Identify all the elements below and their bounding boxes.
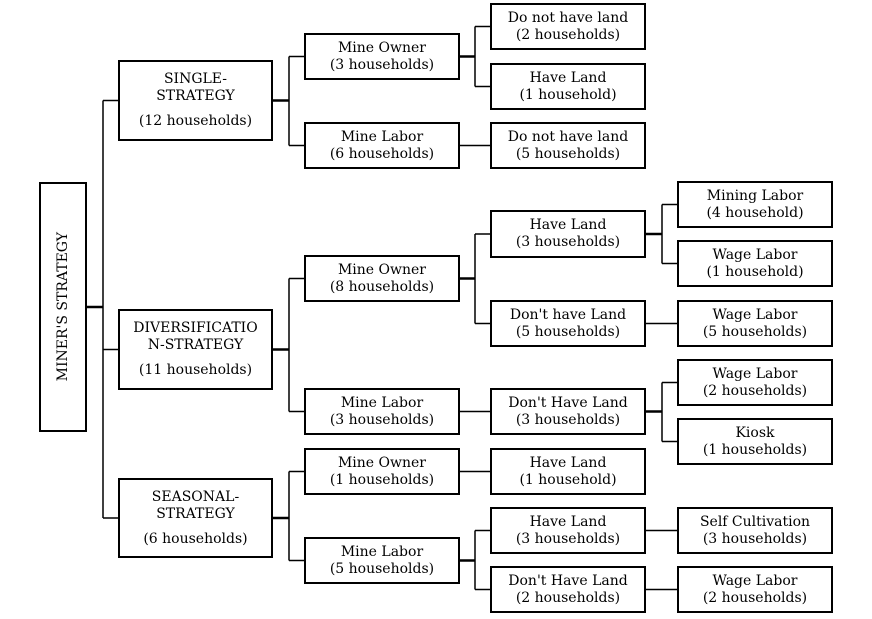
node-z-owner: Mine Owner(1 households) [304,448,460,495]
node-text-line: Do not have land [507,9,629,26]
node-zln-wage: Wage Labor(2 households) [677,566,833,613]
node-text-line: STRATEGY [156,88,235,104]
node-text-line: Have Land [529,513,607,530]
node-text-line: Mine Owner [337,39,426,56]
node-text-line: Mine Owner [337,261,426,278]
node-text-line: Wage Labor [712,246,798,263]
node-text-line: (2 households) [702,589,808,606]
node-root: MINER'S STRATEGY [39,182,87,432]
node-dol-wage: Wage Labor(1 household) [677,240,833,287]
node-text-line: Don't Have Land [508,572,628,589]
node-text-line: Mining Labor [706,187,804,204]
node-dl-noland: Don't Have Land(3 households) [490,388,646,435]
node-text-line: (6 households) [329,145,435,162]
node-text-line: (1 households) [702,441,808,458]
node-so-noland: Do not have land(2 households) [490,3,646,50]
node-text-line: Kiosk [735,424,775,441]
node-text-line: (3 households) [329,56,435,73]
node-text-line: (2 households) [515,589,621,606]
node-text-line: Have Land [529,69,607,86]
node-do-land: Have Land(3 households) [490,210,646,258]
node-text-line: Wage Labor [712,306,798,323]
node-text-line: Mine Labor [340,394,424,411]
node-text-line: (3 households) [329,411,435,428]
node-text-line: Have Land [529,217,607,233]
node-text-line: (1 household) [706,263,804,280]
node-d-labor: Mine Labor(3 households) [304,388,460,435]
node-text-line: Mine Owner [337,454,426,471]
node-don-wage: Wage Labor(5 households) [677,300,833,347]
node-text-line: (5 households) [702,323,808,340]
node-text-line: Have Land [529,454,607,471]
node-text-line: (5 households) [329,560,435,577]
node-text-line: Self Cultivation [699,513,811,530]
node-text-line: Do not have land [507,128,629,145]
node-zl-land: Have Land(3 households) [490,507,646,554]
node-zl-noland: Don't Have Land(2 households) [490,566,646,613]
node-zo-land: Have Land(1 household) [490,448,646,495]
node-text-line: Wage Labor [712,365,798,382]
node-text-line: N-STRATEGY [147,337,244,353]
node-text-line: (5 households) [515,323,621,340]
node-text-line: (8 households) [329,278,435,295]
node-text-line: (2 households) [515,26,621,43]
node-dol-mining: Mining Labor(4 household) [677,181,833,228]
node-seas: SEASONAL-STRATEGY (6 households) [118,478,273,558]
node-sl-noland: Do not have land(5 households) [490,122,646,169]
node-text-line: Don't Have Land [508,394,628,411]
node-text-line: DIVERSIFICATIO [133,320,258,336]
node-text-line: (1 household) [519,471,617,488]
node-text-line: SINGLE- [163,71,228,87]
node-text-line: STRATEGY [156,505,235,522]
node-text-line: (1 household) [519,86,617,103]
node-household-count: (12 households) [138,113,253,129]
node-text-line: (3 households) [515,530,621,547]
node-text-line: (3 households) [702,530,808,547]
node-household-count: (11 households) [138,362,253,378]
node-d-owner: Mine Owner(8 households) [304,255,460,302]
node-zll-self: Self Cultivation(3 households) [677,507,833,554]
node-do-noland: Don't have Land(5 households) [490,300,646,347]
node-text-line: (5 households) [515,145,621,162]
node-household-count: (6 households) [143,530,248,547]
node-dln-wage: Wage Labor(2 households) [677,359,833,406]
node-z-labor: Mine Labor(5 households) [304,537,460,584]
node-single: SINGLE-STRATEGY (12 households) [118,60,273,141]
node-text-line: (3 households) [515,411,621,428]
node-text-line: (2 households) [702,382,808,399]
node-s-labor: Mine Labor(6 households) [304,122,460,169]
node-s-owner: Mine Owner(3 households) [304,33,460,80]
node-text-line: (3 households) [515,234,621,250]
node-so-land: Have Land(1 household) [490,63,646,110]
node-text-line: Mine Labor [340,543,424,560]
node-text-line: MINER'S STRATEGY [54,232,71,382]
node-text-line: Mine Labor [340,128,424,145]
node-text-line: Don't have Land [509,306,627,323]
node-text-line: SEASONAL- [151,488,240,505]
node-dln-kiosk: Kiosk(1 households) [677,418,833,465]
node-text-line: (4 household) [706,204,804,221]
node-text-line: (1 households) [329,471,435,488]
node-text-line: Wage Labor [712,572,798,589]
